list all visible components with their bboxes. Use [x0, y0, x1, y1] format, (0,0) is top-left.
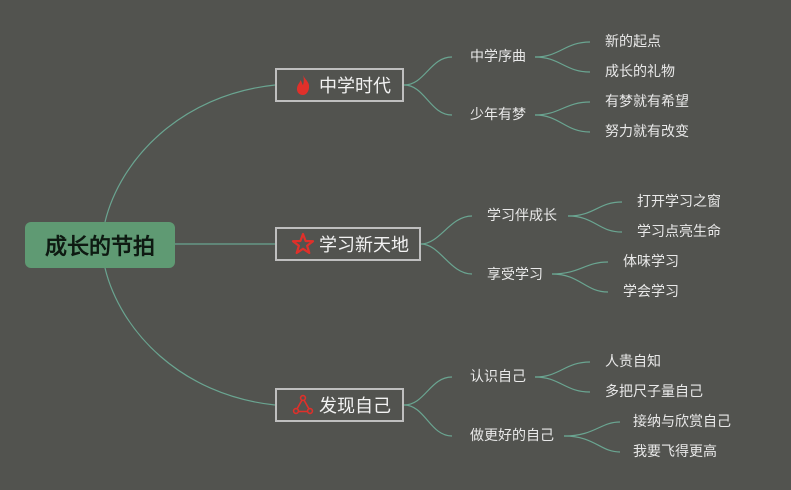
connector-branch-3-sub-1 [403, 376, 453, 406]
connector-root-branch-3 [104, 267, 276, 406]
connector-sub-4-leaf-1 [551, 261, 609, 275]
leaf-topic[interactable]: 学习点亮生命 [637, 224, 721, 240]
sub-topic-4[interactable]: 享受学习 [487, 267, 543, 283]
sub-topic-5[interactable]: 认识自己 [470, 369, 526, 385]
flame-icon [291, 73, 315, 97]
triangle-icon [291, 393, 315, 417]
leaf-topic[interactable]: 我要飞得更高 [633, 444, 717, 460]
connector-sub-1-leaf-2 [534, 56, 591, 73]
connector-sub-2-leaf-2 [534, 114, 591, 133]
star-icon [291, 232, 315, 256]
leaf-topic[interactable]: 学会学习 [623, 284, 679, 300]
sub-topic-3[interactable]: 学习伴成长 [487, 208, 557, 224]
sub-topic-1[interactable]: 中学序曲 [470, 49, 526, 65]
branch-3-label: 发现自己 [319, 396, 391, 417]
connector-branch-1-sub-1 [403, 56, 453, 86]
branch-node-1[interactable]: 中学时代 [275, 68, 404, 102]
leaf-topic[interactable]: 成长的礼物 [605, 64, 675, 80]
leaf-topic[interactable]: 人贵自知 [605, 354, 661, 370]
connector-sub-3-leaf-2 [567, 215, 623, 233]
leaf-topic[interactable]: 接纳与欣赏自己 [633, 414, 731, 430]
connector-branch-1-sub-2 [403, 84, 453, 116]
connector-sub-3-leaf-1 [567, 201, 623, 217]
connector-sub-4-leaf-2 [551, 273, 609, 293]
leaf-topic[interactable]: 有梦就有希望 [605, 94, 689, 110]
sub-topic-2[interactable]: 少年有梦 [470, 107, 526, 123]
leaf-topic[interactable]: 努力就有改变 [605, 124, 689, 140]
connector-sub-1-leaf-1 [534, 41, 591, 58]
leaf-topic[interactable]: 新的起点 [605, 34, 661, 50]
leaf-topic[interactable]: 打开学习之窗 [637, 194, 721, 210]
root-topic[interactable]: 成长的节拍 [25, 222, 175, 268]
leaf-topic[interactable]: 体味学习 [623, 254, 679, 270]
branch-node-3[interactable]: 发现自己 [275, 388, 404, 422]
connector-branch-2-sub-2 [420, 243, 473, 275]
connector-sub-2-leaf-1 [534, 101, 591, 116]
connector-root-branch-1 [104, 84, 276, 223]
connector-sub-6-leaf-1 [563, 421, 621, 437]
connector-branch-3-sub-2 [403, 404, 453, 437]
leaf-topic[interactable]: 多把尺子量自己 [605, 384, 703, 400]
connector-sub-5-leaf-1 [534, 361, 591, 378]
connector-sub-6-leaf-2 [563, 435, 621, 453]
sub-topic-6[interactable]: 做更好的自己 [470, 428, 554, 444]
connector-sub-5-leaf-2 [534, 376, 591, 393]
branch-2-label: 学习新天地 [319, 235, 409, 256]
root-topic-label: 成长的节拍 [44, 235, 155, 260]
branch-node-2[interactable]: 学习新天地 [275, 227, 421, 261]
connector-branch-2-sub-1 [420, 215, 473, 245]
branch-1-label: 中学时代 [319, 76, 391, 97]
